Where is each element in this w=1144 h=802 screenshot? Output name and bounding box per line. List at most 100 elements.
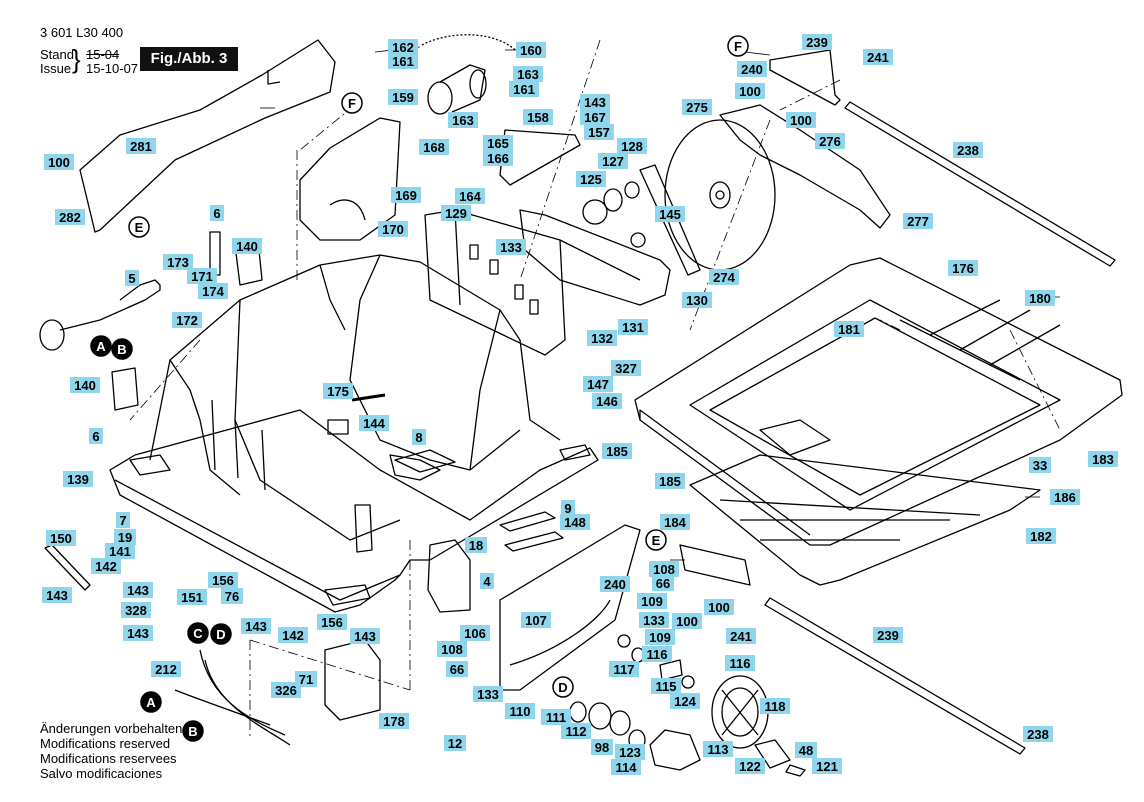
link-274: [639, 164, 701, 276]
callout-number: 143: [584, 95, 606, 110]
parts-callout-tag: 133: [473, 686, 503, 702]
parts-callout-tag: 140: [70, 377, 100, 393]
callout-box: [455, 188, 485, 204]
callout-number: 6: [213, 206, 220, 221]
callout-number: 238: [957, 143, 979, 158]
callout-number: 180: [1029, 291, 1051, 306]
sticker-148: [504, 531, 564, 552]
callout-box: [91, 558, 121, 574]
callout-box: [726, 628, 756, 644]
callout-box: [391, 187, 421, 203]
callout-number: 326: [275, 683, 297, 698]
callout-box: [704, 599, 734, 615]
handwheel-118: [711, 675, 769, 749]
table-frame-180: [634, 257, 1123, 546]
parts-callout-tag: 133: [496, 239, 526, 255]
callout-box: [873, 627, 903, 643]
callout-box: [523, 109, 553, 125]
callout-box: [637, 593, 667, 609]
callout-number: 48: [799, 743, 813, 758]
callout-box: [812, 758, 842, 774]
parts-callout-tag: 100: [44, 154, 74, 170]
callout-number: 114: [616, 760, 638, 775]
callout-box: [379, 713, 409, 729]
callout-box: [446, 661, 468, 677]
callout-number: 156: [212, 573, 234, 588]
marker-letter: D: [558, 680, 567, 695]
callout-number: 160: [520, 43, 542, 58]
parts-callout-tag: 183: [1088, 451, 1118, 467]
callout-box: [114, 529, 136, 545]
parts-callout-tag: 143: [580, 94, 610, 110]
callout-number: 167: [584, 110, 606, 125]
parts-callout-tag: 185: [602, 443, 632, 459]
parts-callout-tag: 12: [444, 735, 466, 751]
callout-number: 282: [59, 210, 81, 225]
callout-number: 143: [245, 619, 267, 634]
parts-callout-tag: 66: [446, 661, 468, 677]
callout-number: 107: [525, 613, 547, 628]
callout-box: [670, 693, 700, 709]
bracket-239-lower: [679, 544, 751, 586]
parts-callout-tag: 5: [125, 270, 139, 286]
callout-number: 166: [487, 151, 509, 166]
marker-circle: [727, 35, 749, 57]
callout-box: [615, 744, 645, 760]
callout-number: 118: [765, 699, 786, 714]
callout-box: [271, 682, 301, 698]
parts-callout-tag: 143: [123, 582, 153, 598]
parts-callout-tag: 131: [618, 319, 648, 335]
callout-number: 12: [448, 736, 462, 751]
callout-box: [651, 678, 681, 694]
marker-letter: E: [652, 533, 661, 548]
circle-reference-marker: E: [645, 529, 667, 551]
callout-number: 142: [95, 559, 117, 574]
housing-base-139: [109, 254, 599, 613]
callout-number: 115: [656, 679, 677, 694]
callout-number: 156: [321, 615, 343, 630]
callout-box: [70, 377, 100, 393]
parts-callout-tag: 110: [505, 703, 535, 719]
circle-reference-marker: B: [111, 338, 133, 360]
callout-box: [419, 139, 449, 155]
screw-144: [351, 393, 386, 402]
parts-callout-tag: 166: [483, 150, 513, 166]
callout-number: 277: [907, 214, 929, 229]
marker-circle: [128, 216, 150, 238]
figure-label: Fig./Abb. 3: [140, 47, 238, 71]
callout-box: [863, 49, 893, 65]
callout-box: [241, 618, 271, 634]
parts-callout-tag: 239: [802, 34, 832, 50]
saw-blade-275: [664, 119, 776, 271]
callout-number: 100: [708, 600, 730, 615]
parts-callout-tag: 6: [210, 205, 224, 221]
callout-number: 100: [48, 155, 70, 170]
parts-callout-tag: 125: [576, 171, 606, 187]
mount-157: [499, 129, 581, 186]
washer-110: [569, 701, 587, 723]
callout-box: [583, 376, 613, 392]
callout-box: [645, 629, 675, 645]
callout-box: [1029, 457, 1051, 473]
callout-box: [460, 625, 490, 641]
callout-box: [444, 735, 466, 751]
parts-callout-tag: 122: [735, 758, 765, 774]
callout-number: 148: [564, 515, 586, 530]
callout-box: [172, 312, 202, 328]
callout-number: 144: [363, 416, 385, 431]
pin-6: [209, 231, 221, 276]
parts-callout-tag: 108: [649, 561, 679, 577]
callout-box: [1050, 489, 1080, 505]
marker-circle: [552, 676, 574, 698]
parts-callout-tag: 274: [709, 269, 739, 285]
callout-box: [151, 661, 181, 677]
callout-box: [483, 135, 513, 151]
parts-callout-tag: 150: [46, 530, 76, 546]
parts-callout-tag: 115: [651, 678, 681, 694]
parts-callout-tag: 142: [91, 558, 121, 574]
callout-box: [541, 709, 571, 725]
cable-5: [39, 279, 161, 351]
parts-callout-tag: 276: [815, 133, 845, 149]
